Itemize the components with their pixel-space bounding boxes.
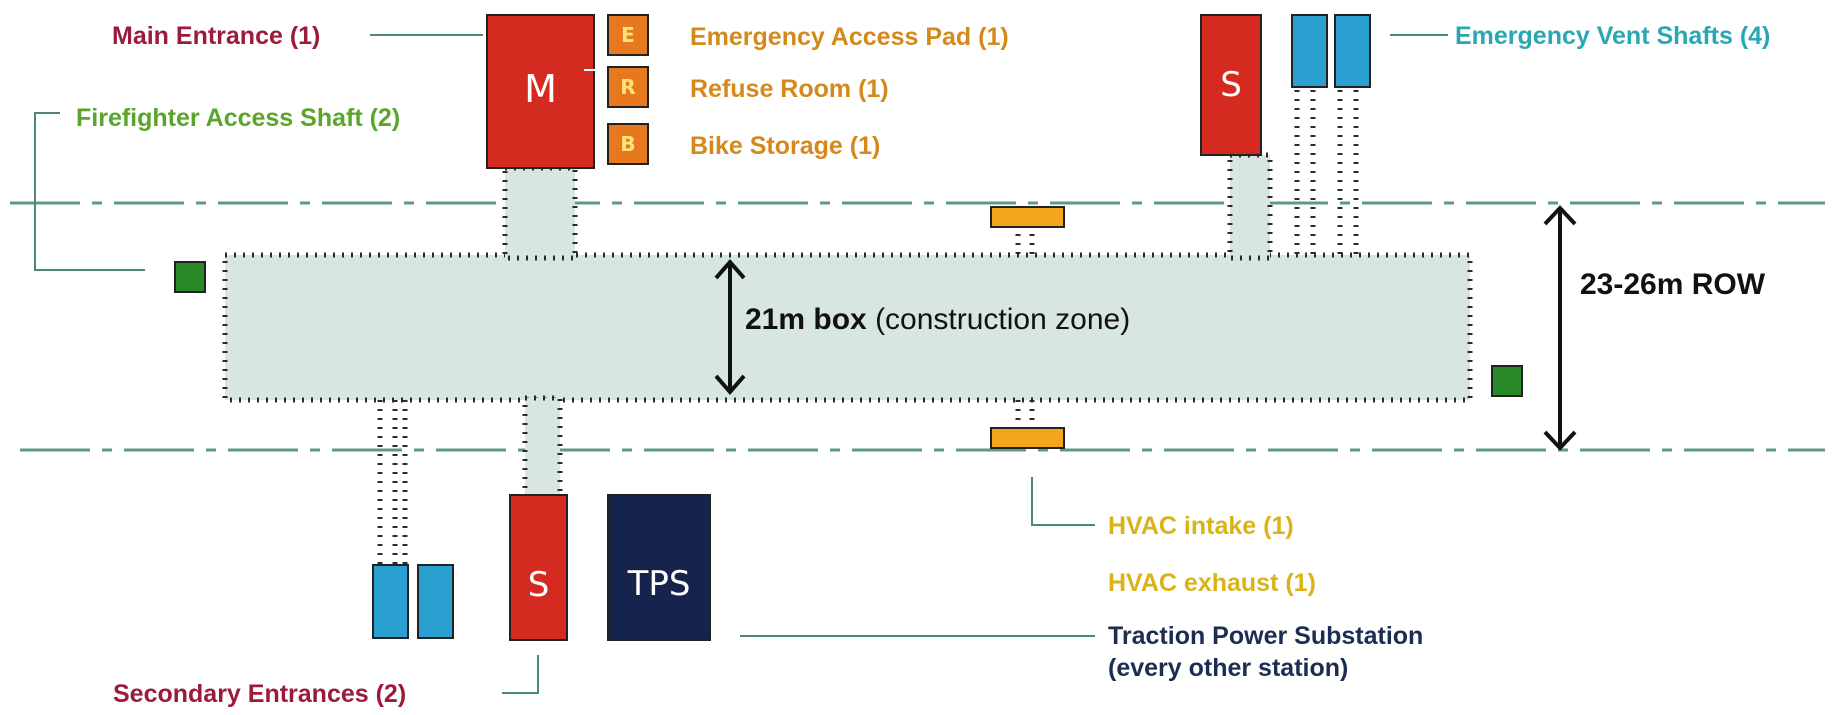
main-entrance-block <box>486 14 595 169</box>
box-arrow-head-top <box>714 258 746 280</box>
hvac-intake-block <box>990 206 1065 228</box>
main-entrance-label: Main Entrance (1) <box>112 22 321 50</box>
secondary-entrance-top-block <box>1200 14 1262 156</box>
hvac-leader <box>1031 477 1095 526</box>
refuse-room-letter: R <box>620 75 636 99</box>
secondary-entrance-bottom-letter: S <box>527 565 550 605</box>
secondary-leader <box>502 655 539 694</box>
box-label: 21m box (construction zone) <box>745 305 1130 335</box>
refuse-room-label: Refuse Room (1) <box>690 75 889 103</box>
firefighter-leader <box>34 112 145 271</box>
emergency-access-pad-square <box>607 14 649 56</box>
row-label: 23-26m ROW <box>1580 268 1766 301</box>
vent-shaft-top-1 <box>1291 14 1328 88</box>
row-arrow-head-bottom <box>1543 430 1577 451</box>
box-label-bold: 21m box <box>745 303 867 336</box>
hvac-exhaust-block <box>990 427 1065 449</box>
bike-storage-square <box>607 123 649 165</box>
tps-block <box>607 494 711 641</box>
tps-label-line2: (every other station) <box>1108 654 1349 682</box>
firefighter-shaft-left <box>174 261 206 293</box>
box-arrow-head-bottom <box>714 374 746 396</box>
secondary-entrance-bottom-corridor <box>522 395 563 501</box>
secondary-entrance-top-corridor <box>1227 152 1273 261</box>
emergency-access-pad-label: Emergency Access Pad (1) <box>690 23 1009 51</box>
main-entrance-corridor <box>502 165 578 261</box>
main-entrance-letter: M <box>524 67 557 111</box>
refuse-room-square <box>607 66 649 108</box>
secondary-entrance-top-letter: S <box>1220 65 1242 105</box>
row-arrow-head-top <box>1543 205 1577 226</box>
firefighter-access-label: Firefighter Access Shaft (2) <box>76 104 401 132</box>
hvac-intake-label: HVAC intake (1) <box>1108 512 1294 540</box>
vent-shaft-bottom-1 <box>372 564 409 639</box>
tps-letter: TPS <box>627 564 691 604</box>
vent-shaft-top-2 <box>1334 14 1371 88</box>
bike-storage-label: Bike Storage (1) <box>690 132 881 160</box>
box-label-rest: (construction zone) <box>875 303 1131 336</box>
tps-label-line1: Traction Power Substation <box>1108 622 1424 650</box>
hvac-exhaust-label: HVAC exhaust (1) <box>1108 569 1316 597</box>
emergency-vent-label: Emergency Vent Shafts (4) <box>1455 22 1771 50</box>
secondary-entrances-label: Secondary Entrances (2) <box>113 680 407 708</box>
firefighter-shaft-right <box>1491 365 1523 397</box>
secondary-entrance-bottom-block <box>509 494 568 641</box>
construction-zone <box>222 252 1473 403</box>
vent-shaft-bottom-2 <box>417 564 454 639</box>
emergency-access-pad-letter: E <box>621 23 635 47</box>
bike-storage-letter: B <box>620 132 636 156</box>
